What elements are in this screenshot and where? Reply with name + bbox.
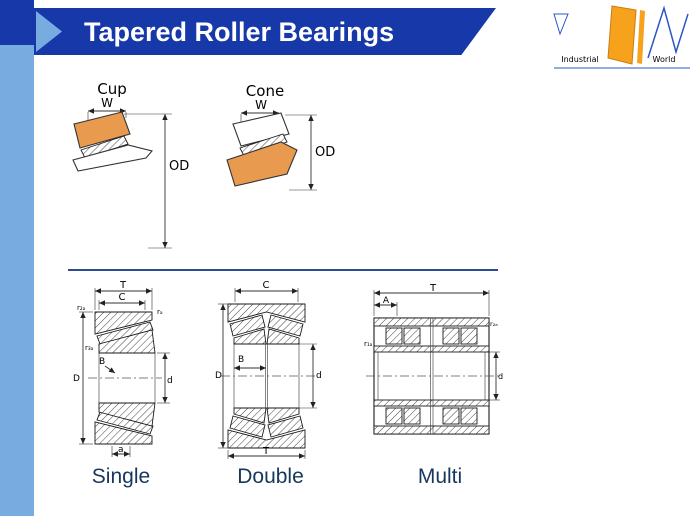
cone-cup-reference [232, 112, 290, 147]
svg-text:d: d [167, 376, 173, 386]
single-dim-D: D [73, 311, 93, 445]
cup-ring-section [73, 111, 131, 149]
svg-text:B: B [238, 355, 244, 365]
svg-text:OD: OD [315, 145, 335, 160]
double-dim-d: d [299, 343, 322, 409]
svg-text:d: d [498, 372, 503, 381]
logo-text-left: Industrial [561, 55, 599, 64]
cup-label: Cup [97, 80, 127, 98]
single-row-diagram: T C D d [73, 280, 173, 457]
single-dim-a: a [111, 445, 131, 457]
company-logo: Industrial World [553, 5, 690, 69]
caption-single: Single [91, 465, 151, 488]
svg-text:W: W [101, 96, 113, 110]
multi-r-left: r₁ₐ [364, 340, 373, 348]
single-dim-d: d [157, 352, 173, 404]
single-r-top-left: r₂ₐ [77, 304, 86, 312]
logo-text-right: World [653, 55, 676, 64]
multi-r-right: r₂ₐ [490, 320, 498, 328]
cone-label: Cone [246, 82, 284, 100]
multi-dim-A: A [374, 296, 398, 316]
section-divider [68, 269, 498, 271]
single-section-top [94, 311, 156, 354]
svg-text:C: C [119, 292, 126, 303]
single-dim-B: B [99, 357, 116, 374]
logo-zigzag-icon [647, 5, 689, 59]
caption-double: Double [237, 465, 304, 488]
svg-text:A: A [383, 296, 390, 306]
svg-text:D: D [215, 371, 222, 381]
left-accent-strip [0, 0, 34, 516]
single-r-mid-left: r₃ₐ [85, 344, 94, 352]
cup-roller-section [80, 135, 129, 159]
svg-text:T: T [262, 446, 270, 457]
cup-diagram: Cup W OD [72, 80, 189, 249]
cup-dim-od: OD [124, 113, 189, 249]
svg-text:T: T [119, 280, 127, 291]
single-dim-T: T [94, 280, 153, 310]
svg-text:OD: OD [169, 159, 189, 174]
svg-text:T: T [429, 284, 437, 294]
svg-text:W: W [255, 98, 267, 112]
logo-orange-mark-icon [607, 5, 637, 65]
double-dim-B: B [234, 355, 266, 371]
logo-wedge-icon [553, 13, 569, 36]
svg-text:a: a [118, 445, 124, 455]
cup-dim-w: W [87, 96, 127, 124]
svg-text:d: d [316, 371, 322, 381]
double-row-diagram: C B D [215, 280, 322, 459]
cup-inner-race [72, 144, 153, 172]
logo-orange-bar-icon [637, 10, 645, 64]
corner-square [0, 0, 34, 45]
cone-dim-w: W [240, 98, 280, 124]
multi-dim-d: d [489, 351, 503, 401]
double-section-top [227, 303, 306, 345]
svg-text:C: C [263, 280, 270, 291]
single-dim-C: C [98, 292, 146, 310]
multi-section-bottom [373, 399, 490, 435]
cone-diagram: Cone W OD [226, 82, 335, 191]
svg-text:D: D [73, 374, 80, 384]
double-dim-C: C [234, 280, 299, 302]
double-dim-D: D [215, 303, 228, 449]
title-banner [34, 8, 496, 55]
cone-dim-od: OD [285, 114, 335, 191]
multi-section-top [373, 317, 490, 353]
double-dim-T: T [227, 446, 306, 459]
cone-roller-section [239, 133, 288, 157]
cone-ring-section [226, 141, 298, 187]
single-r-top-right: rₐ [157, 308, 163, 316]
caption-multi: Multi [417, 465, 463, 488]
multi-dim-T: T [373, 284, 490, 316]
multi-row-diagram: T A [364, 284, 503, 435]
single-section-bottom [94, 402, 156, 445]
double-section-bottom [227, 407, 306, 449]
svg-text:B: B [99, 357, 105, 367]
page-title: Tapered Roller Bearings [84, 17, 395, 47]
